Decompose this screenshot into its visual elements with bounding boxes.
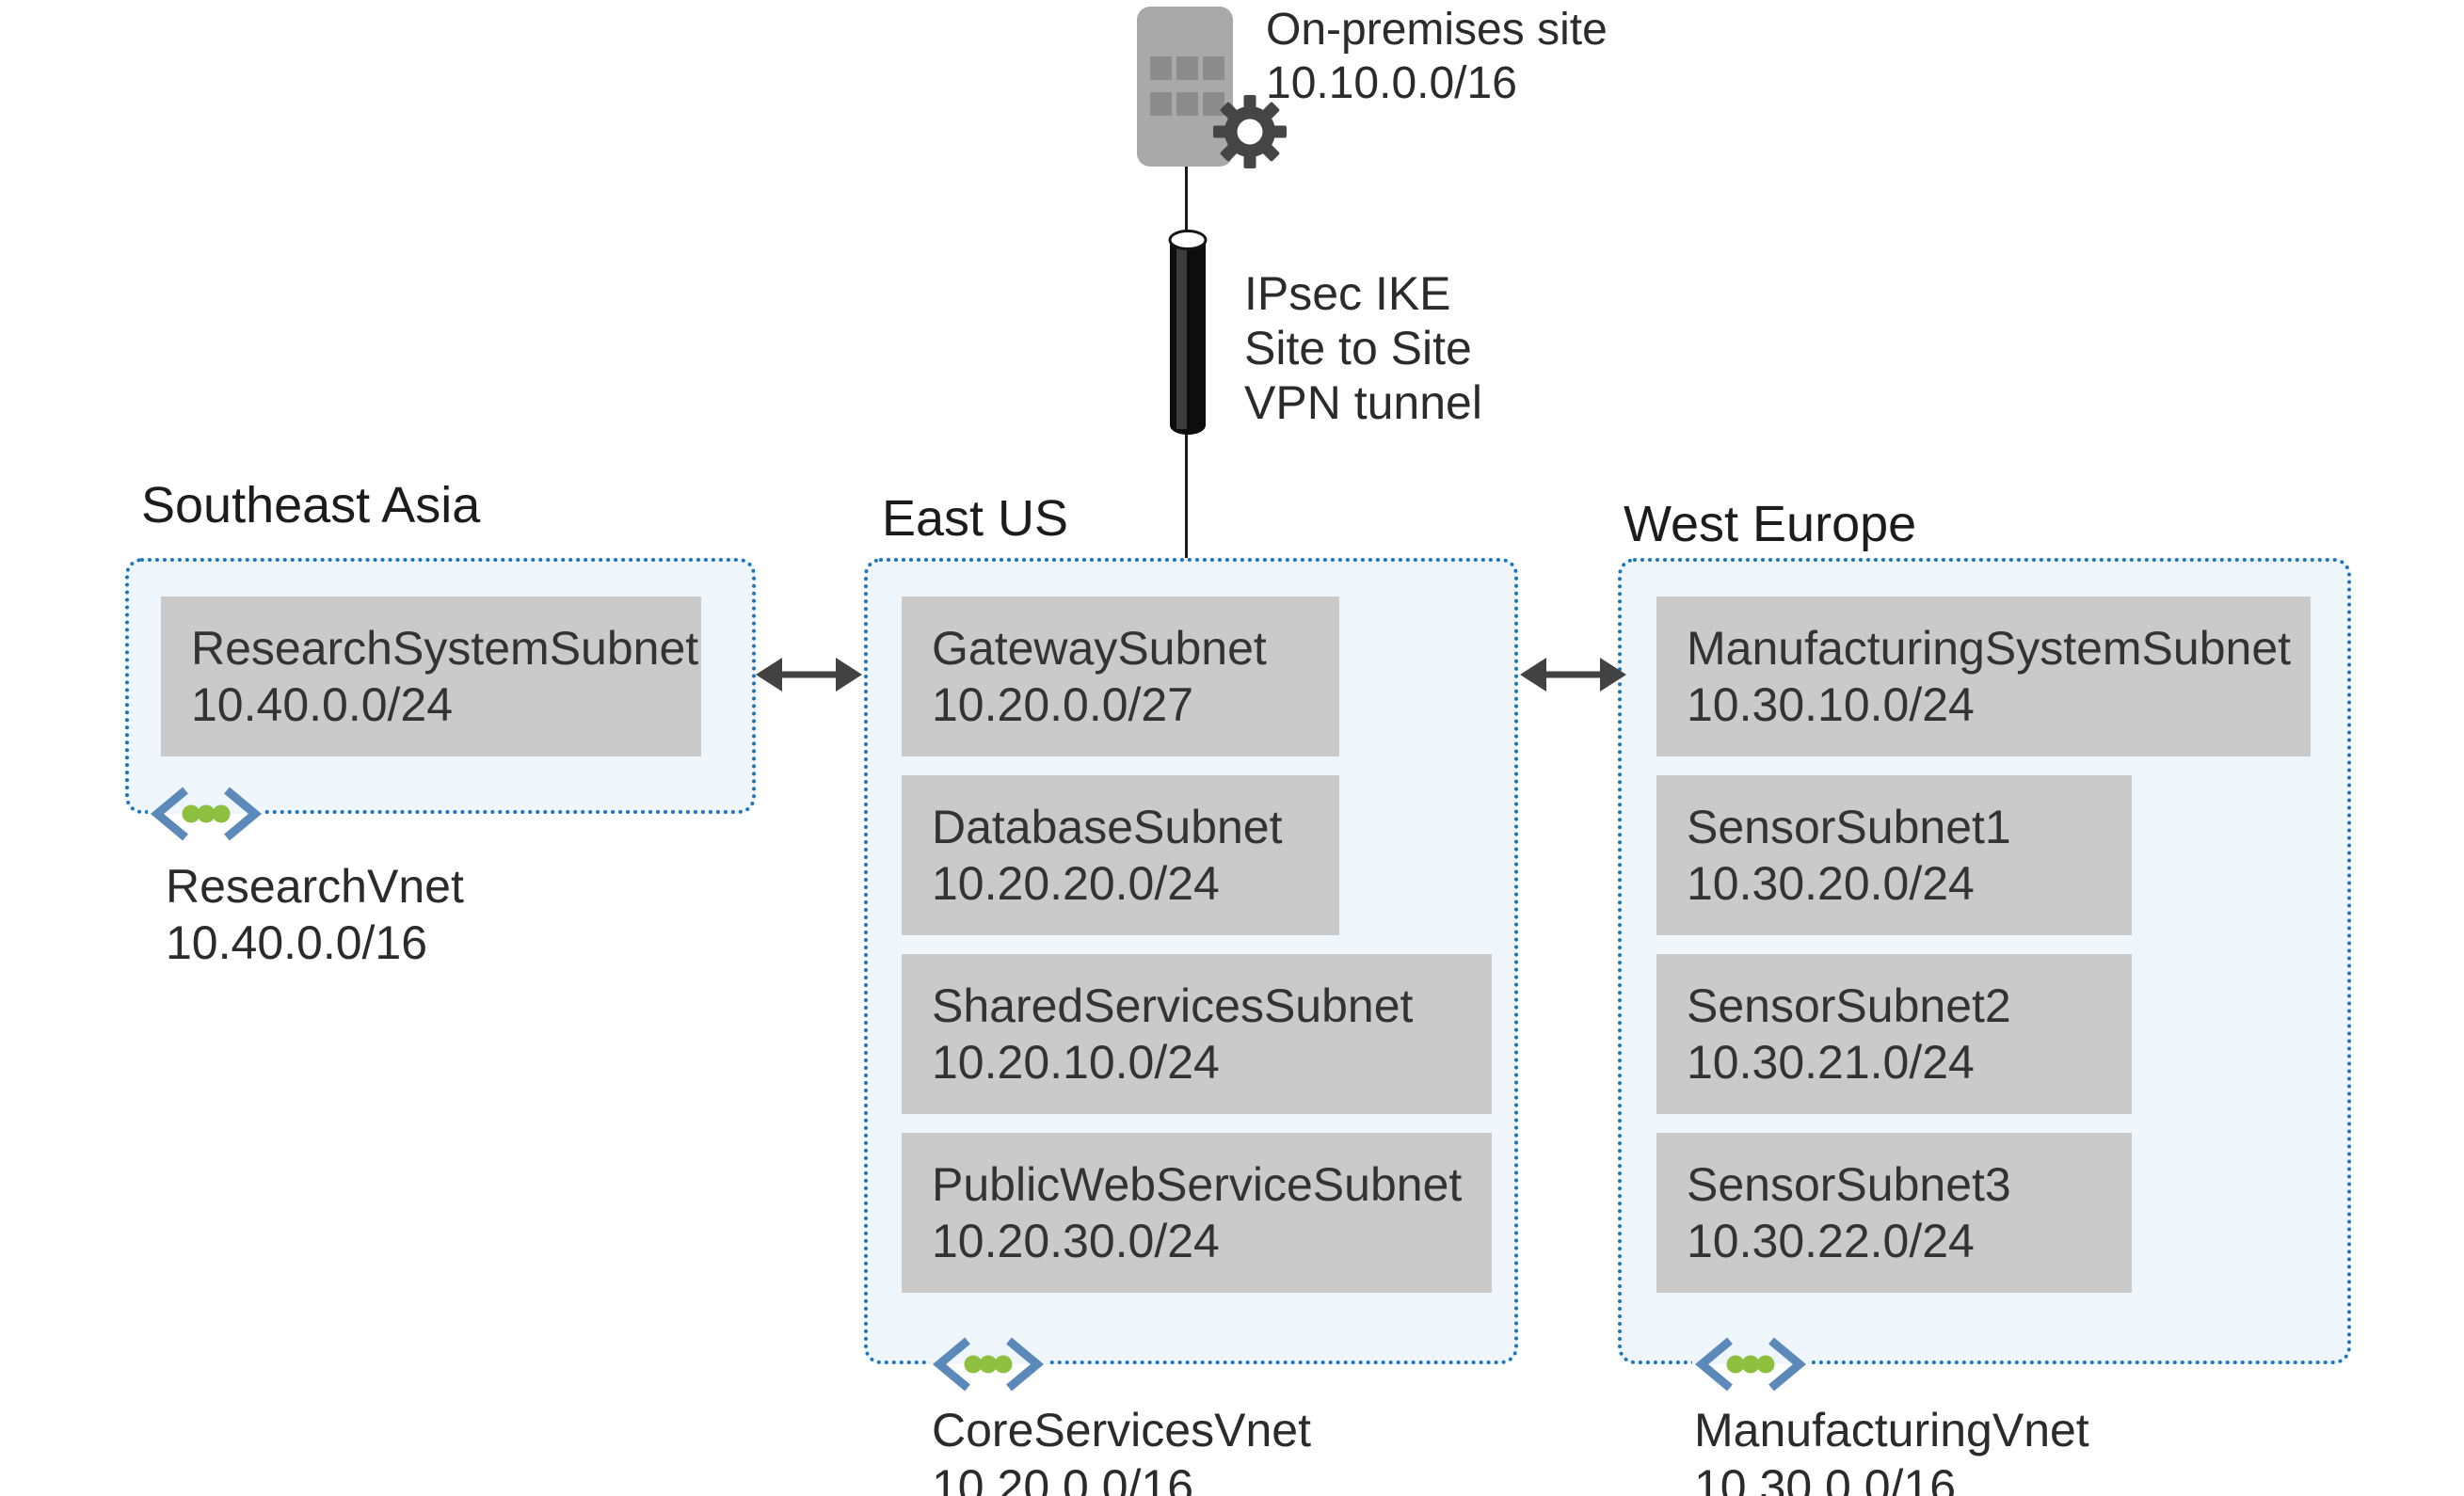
region-label-east-us: East US (882, 490, 1069, 547)
subnet-cidr: 10.30.10.0/24 (1687, 678, 1975, 731)
vnet-cidr: 10.40.0.0/16 (166, 916, 428, 969)
subnet-sensorsubnet2: SensorSubnet2 10.30.21.0/24 (1656, 954, 2132, 1114)
subnet-name: SharedServicesSubnet (932, 979, 1414, 1032)
bidirectional-arrow-icon (1520, 658, 1626, 692)
subnet-sensorsubnet1: SensorSubnet1 10.30.20.0/24 (1656, 775, 2132, 935)
subnet-sensorsubnet3: SensorSubnet3 10.30.22.0/24 (1656, 1133, 2132, 1293)
building-icon (1137, 7, 1233, 167)
subnet-name: PublicWebServiceSubnet (932, 1158, 1463, 1211)
vpn-tunnel-line3: VPN tunnel (1244, 376, 1482, 429)
subnet-name: ResearchSystemSubnet (191, 622, 699, 675)
vnet-brackets-icon (148, 786, 264, 842)
vnet-cidr: 10.20.0.0/16 (932, 1460, 1194, 1496)
region-label-west-europe: West Europe (1624, 496, 1917, 552)
subnet-gatewaysubnet: GatewaySubnet 10.20.0.0/27 (902, 597, 1339, 756)
subnet-researchsystemsubnet: ResearchSystemSubnet 10.40.0.0/24 (161, 597, 701, 756)
subnet-name: ManufacturingSystemSubnet (1687, 622, 2292, 675)
vnet-label-coreservicesvnet: CoreServicesVnet 10.20.0.0/16 (932, 1402, 1311, 1496)
vpn-tunnel-line2: Site to Site (1244, 322, 1472, 374)
vpn-tunnel-cylinder-icon (1168, 230, 1208, 435)
subnet-cidr: 10.20.20.0/24 (932, 857, 1220, 910)
vnet-cidr: 10.30.0.0/16 (1694, 1460, 1957, 1496)
vpn-tunnel-line1: IPsec IKE (1244, 267, 1451, 320)
gear-icon (1213, 95, 1287, 168)
subnet-cidr: 10.20.0.0/27 (932, 678, 1194, 731)
subnet-name: SensorSubnet1 (1687, 801, 2011, 853)
building-window (1150, 92, 1172, 116)
subnet-cidr: 10.20.10.0/24 (932, 1036, 1220, 1089)
subnet-cidr: 10.30.20.0/24 (1687, 857, 1975, 910)
vnet-brackets-icon (1692, 1336, 1809, 1393)
region-label-southeast-asia: Southeast Asia (141, 477, 481, 533)
on-premises-title: On-premises site (1266, 5, 1608, 55)
subnet-name: GatewaySubnet (932, 622, 1267, 675)
subnet-name: SensorSubnet3 (1687, 1158, 2011, 1211)
building-window (1150, 56, 1172, 80)
vnet-brackets-icon (930, 1336, 1047, 1393)
vnet-label-researchvnet: ResearchVnet 10.40.0.0/16 (166, 858, 464, 971)
bidirectional-arrow-icon (756, 658, 862, 692)
building-window (1176, 92, 1198, 116)
building-window (1203, 56, 1224, 80)
on-premises-label: On-premises site 10.10.0.0/16 (1266, 3, 1608, 110)
subnet-cidr: 10.30.22.0/24 (1687, 1215, 1975, 1267)
on-premises-cidr: 10.10.0.0/16 (1266, 58, 1517, 108)
vnet-label-manufacturingvnet: ManufacturingVnet 10.30.0.0/16 (1694, 1402, 2089, 1496)
subnet-name: DatabaseSubnet (932, 801, 1283, 853)
subnet-manufacturingsystemsubnet: ManufacturingSystemSubnet 10.30.10.0/24 (1656, 597, 2311, 756)
building-window (1203, 92, 1224, 116)
building-window (1176, 56, 1198, 80)
subnet-publicwebservicesubnet: PublicWebServiceSubnet 10.20.30.0/24 (902, 1133, 1492, 1293)
subnet-databasesubnet: DatabaseSubnet 10.20.20.0/24 (902, 775, 1339, 935)
subnet-cidr: 10.40.0.0/24 (191, 678, 454, 731)
vnet-name: ResearchVnet (166, 860, 464, 913)
subnet-cidr: 10.20.30.0/24 (932, 1215, 1220, 1267)
vpn-tunnel-label: IPsec IKE Site to Site VPN tunnel (1244, 266, 1482, 430)
subnet-sharedservicessubnet: SharedServicesSubnet 10.20.10.0/24 (902, 954, 1492, 1114)
subnet-name: SensorSubnet2 (1687, 979, 2011, 1032)
subnet-cidr: 10.30.21.0/24 (1687, 1036, 1975, 1089)
vnet-name: ManufacturingVnet (1694, 1404, 2089, 1456)
vnet-name: CoreServicesVnet (932, 1404, 1311, 1456)
